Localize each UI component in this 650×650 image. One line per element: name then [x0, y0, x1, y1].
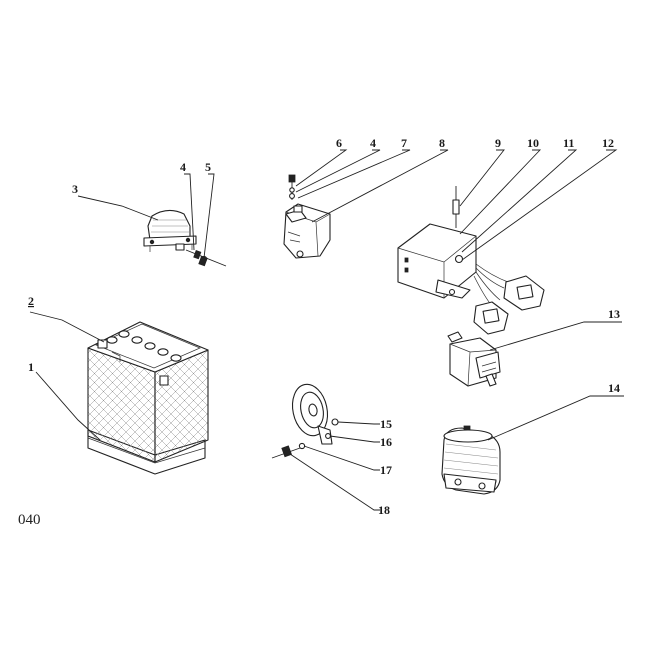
callout-3: 3	[72, 182, 78, 196]
battery	[87, 321, 209, 475]
callout-4-middle: 4	[370, 136, 376, 150]
callout-5: 5	[205, 160, 211, 174]
callout-13: 13	[608, 307, 620, 321]
page-number: 040	[18, 512, 41, 528]
small-relay	[447, 331, 501, 387]
flasher-unit	[397, 186, 545, 335]
callout-18: 18	[378, 503, 390, 517]
callout-12: 12	[602, 136, 614, 150]
callout-labels: 1 2 3 4 5 6 4 7 8 9 10 11 12 13 14 15 16…	[28, 136, 620, 517]
regulator-bolt	[185, 249, 227, 267]
callout-10: 10	[527, 136, 539, 150]
callout-11: 11	[563, 136, 574, 150]
motor	[441, 425, 501, 495]
callout-1: 1	[28, 360, 34, 374]
regulator	[143, 209, 197, 252]
relay	[283, 174, 331, 259]
callout-9: 9	[495, 136, 501, 150]
callout-2: 2	[28, 294, 34, 308]
callout-6: 6	[336, 136, 342, 150]
callout-8: 8	[439, 136, 445, 150]
horn	[271, 383, 339, 459]
callout-17: 17	[380, 463, 392, 477]
leader-lines	[29, 149, 624, 511]
callout-7: 7	[401, 136, 407, 150]
callout-14: 14	[608, 381, 620, 395]
callout-15: 15	[380, 417, 392, 431]
callout-16: 16	[380, 435, 392, 449]
callout-4-left: 4	[180, 160, 186, 174]
